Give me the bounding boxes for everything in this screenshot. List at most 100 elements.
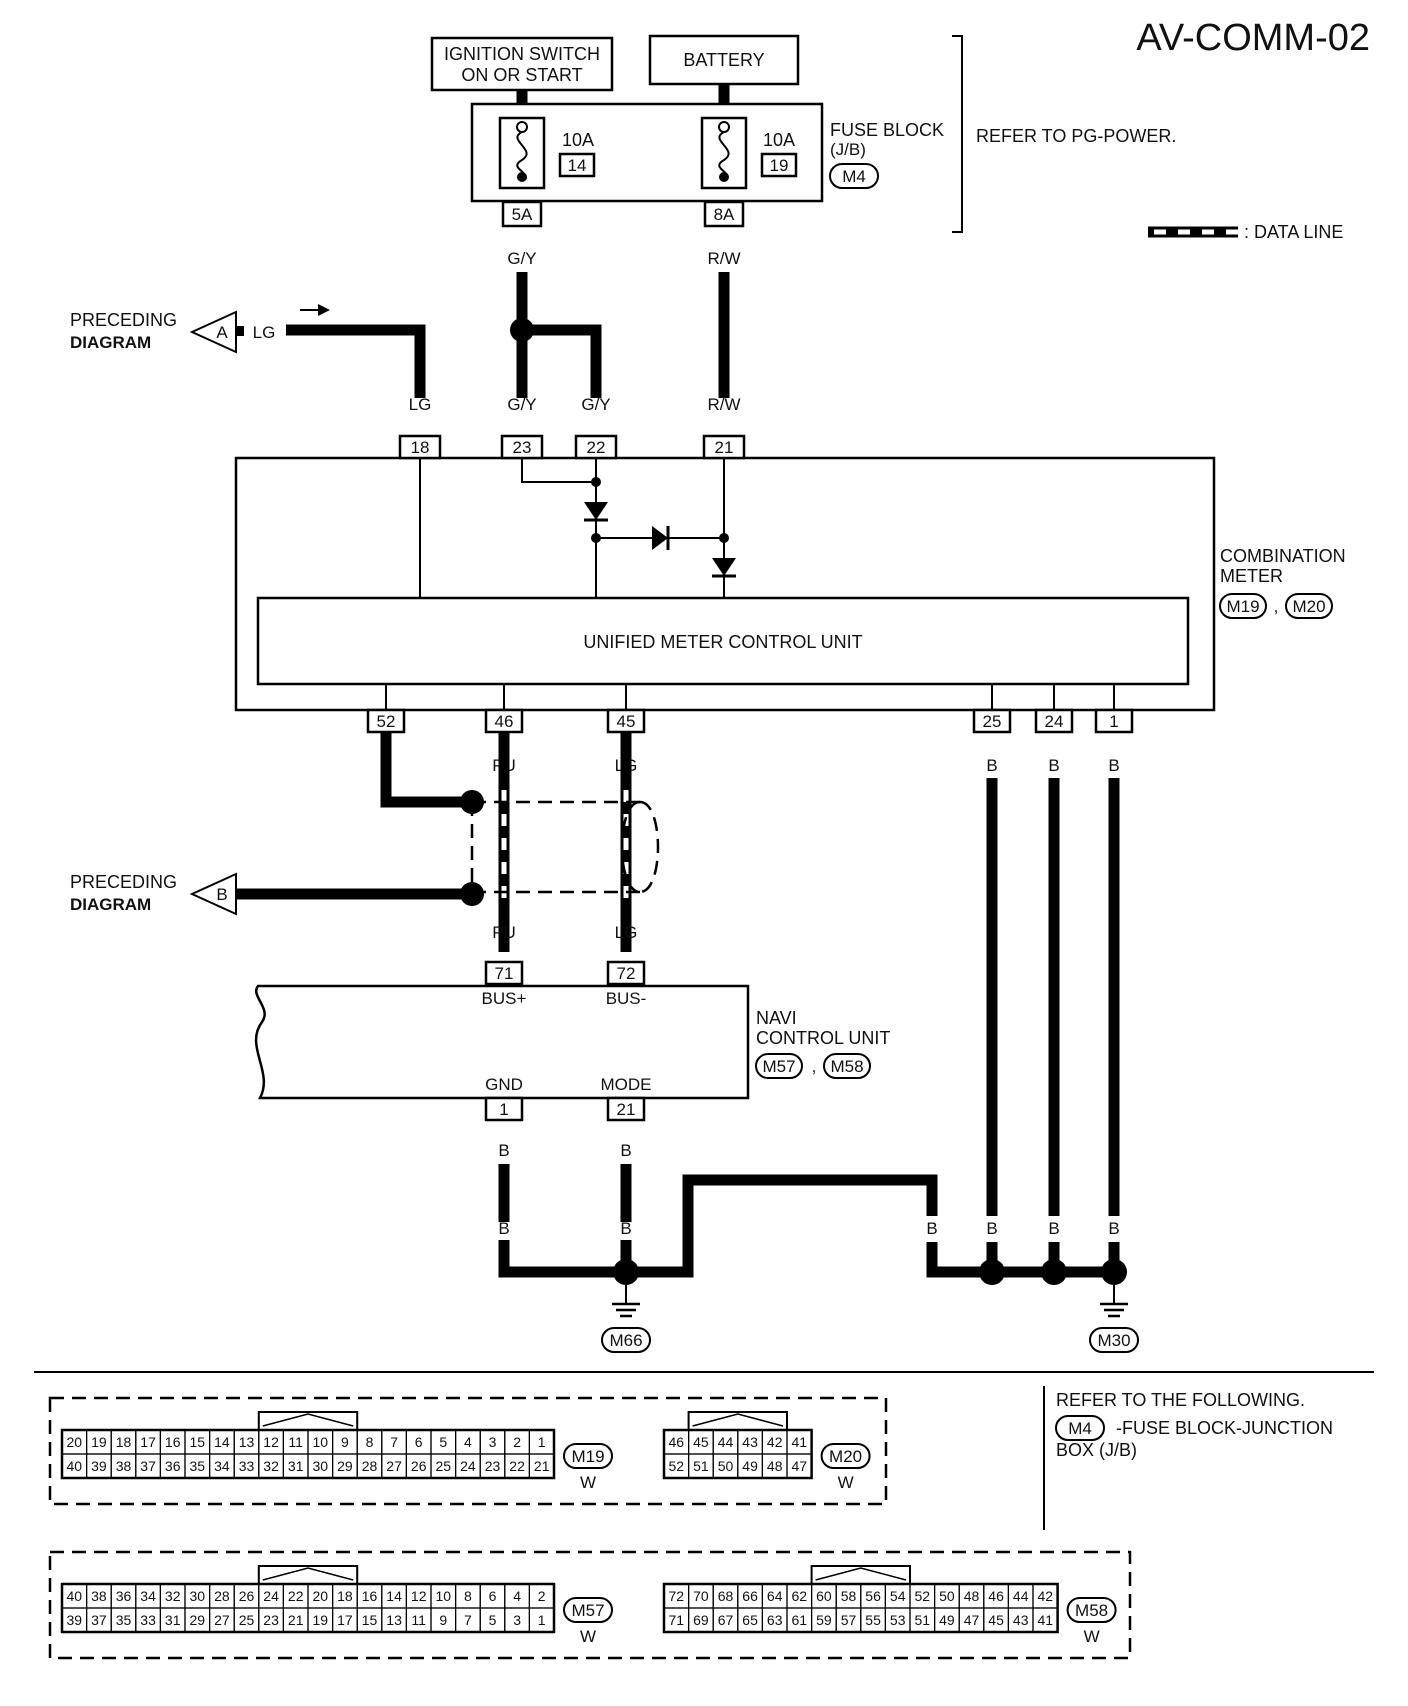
connector-pin-number: 20 bbox=[313, 1588, 329, 1604]
combination-meter: 18 23 22 21 UNIFIED METER CONTROL UNI bbox=[234, 434, 1346, 712]
meter-pin-25: 25 bbox=[972, 708, 1012, 734]
pin-number: 45 bbox=[617, 712, 636, 731]
connector-pin-number: 71 bbox=[669, 1612, 685, 1628]
pin-label-gnd: GND bbox=[485, 1075, 523, 1094]
connector-cavity bbox=[528, 1453, 555, 1479]
connector-pin-number: 34 bbox=[140, 1588, 156, 1604]
meter-pin-22: 22 bbox=[574, 434, 618, 460]
navi-label: NAVI bbox=[756, 1008, 797, 1028]
navi-connector-m57: M57 bbox=[762, 1057, 795, 1076]
refer-bracket bbox=[952, 35, 963, 233]
ground-m30: M30 bbox=[1089, 1285, 1139, 1353]
data-line-label: : DATA LINE bbox=[1244, 222, 1343, 242]
connector-color: W bbox=[580, 1473, 596, 1492]
ignition-switch-label: IGNITION SWITCH bbox=[444, 44, 600, 64]
navi-pin-71: 71 bbox=[484, 960, 524, 986]
ignition-switch-box: IGNITION SWITCH ON OR START bbox=[430, 36, 614, 92]
connector-pin-number: 9 bbox=[341, 1434, 349, 1450]
connector-pin-number: 38 bbox=[91, 1588, 107, 1604]
meter-pin-46: 46 bbox=[484, 708, 524, 734]
connector-cavity bbox=[1032, 1607, 1059, 1633]
connector-pin-number: 53 bbox=[890, 1612, 906, 1628]
connector-pin-number: 48 bbox=[964, 1588, 980, 1604]
diode bbox=[652, 526, 668, 550]
separator: , bbox=[812, 1057, 817, 1076]
wire-color-lg: LG bbox=[253, 323, 276, 342]
connector-pin-number: 5 bbox=[489, 1612, 497, 1628]
refer-following: REFER TO THE FOLLOWING. M4 -FUSE BLOCK-J… bbox=[1055, 1390, 1333, 1460]
terminal-label: 8A bbox=[714, 205, 735, 224]
connector-pin-number: 6 bbox=[415, 1434, 423, 1450]
connector-pin-number: 11 bbox=[288, 1434, 303, 1450]
connector-pin-number: 26 bbox=[239, 1588, 255, 1604]
pin-label-bus-minus: BUS- bbox=[606, 989, 647, 1008]
connector-pin-number: 7 bbox=[390, 1434, 398, 1450]
connector-pin-number: 3 bbox=[489, 1434, 497, 1450]
wire-color-b: B bbox=[986, 1219, 997, 1238]
meter-pin-52: 52 bbox=[366, 708, 406, 734]
pin-number: 52 bbox=[377, 712, 396, 731]
preceding-label-2: DIAGRAM bbox=[70, 895, 151, 914]
connector-panel-top bbox=[48, 1396, 888, 1506]
connector-color: W bbox=[838, 1473, 854, 1492]
connector-pin-number: 28 bbox=[214, 1588, 230, 1604]
connector-id: M19 bbox=[571, 1447, 604, 1466]
connector-pin-number: 43 bbox=[1013, 1612, 1029, 1628]
meter-pin-24: 24 bbox=[1034, 708, 1074, 734]
connector-pin-number: 10 bbox=[436, 1588, 452, 1604]
connector-id: M57 bbox=[571, 1601, 604, 1620]
meter-pin-21: 21 bbox=[702, 434, 746, 460]
wire-color-b: B bbox=[1048, 1219, 1059, 1238]
connector-pin-number: 70 bbox=[693, 1588, 709, 1604]
connector-pin-number: 41 bbox=[1038, 1612, 1054, 1628]
twisted-pair-shield bbox=[470, 800, 660, 894]
connector-pin-number: 32 bbox=[165, 1588, 181, 1604]
connector-pin-number: 29 bbox=[190, 1612, 206, 1628]
connector-pin-number: 9 bbox=[439, 1612, 447, 1628]
connector-pin-number: 52 bbox=[915, 1588, 931, 1604]
connector-pin-number: 13 bbox=[239, 1434, 255, 1450]
connector-pin-number: 12 bbox=[263, 1434, 279, 1450]
wire-color-b: B bbox=[498, 1141, 509, 1160]
pin-number: 23 bbox=[513, 438, 532, 457]
connector-pin-number: 40 bbox=[67, 1588, 83, 1604]
connector-pin-number: 39 bbox=[91, 1458, 107, 1474]
connector-pin-number: 55 bbox=[865, 1612, 881, 1628]
wire-color-b: B bbox=[1108, 756, 1119, 775]
pin-label-bus-plus: BUS+ bbox=[482, 989, 527, 1008]
fuse-block-connector: M4 bbox=[842, 167, 866, 186]
ground-connector-m30: M30 bbox=[1097, 1331, 1130, 1350]
pin-number: 1 bbox=[1109, 712, 1118, 731]
connector-pin-number: 25 bbox=[239, 1612, 255, 1628]
connector-pin-number: 46 bbox=[669, 1434, 685, 1450]
connector-pin-number: 56 bbox=[865, 1588, 881, 1604]
connector-pin-number: 4 bbox=[513, 1588, 521, 1604]
battery-label: BATTERY bbox=[683, 50, 764, 70]
connector-pin-number: 41 bbox=[792, 1434, 808, 1450]
wire-color-b: B bbox=[498, 1219, 509, 1238]
terminal-8a: 8A bbox=[703, 200, 745, 228]
preceding-diagram-b: PRECEDING DIAGRAM B bbox=[70, 872, 484, 916]
meter-pin-45: 45 bbox=[606, 708, 646, 734]
pin-number: 21 bbox=[617, 1100, 636, 1119]
terminal-label: 5A bbox=[512, 205, 533, 224]
navi-control-unit: 71 72 BUS+ BUS- GND MODE 1 21 NAVI CONTR… bbox=[254, 960, 890, 1122]
splice-point bbox=[510, 318, 534, 342]
connector-pin-number: 50 bbox=[718, 1458, 734, 1474]
connector-pin-number: 18 bbox=[116, 1434, 132, 1450]
fuse-number: 14 bbox=[568, 156, 587, 175]
connector-pin-number: 27 bbox=[214, 1612, 230, 1628]
connector-pin-number: 27 bbox=[386, 1458, 402, 1474]
meter-connector-m20: M20 bbox=[1292, 597, 1325, 616]
connector-pin-number: 23 bbox=[263, 1612, 279, 1628]
connector-pin-number: 36 bbox=[116, 1588, 132, 1604]
combination-meter-label: COMBINATION bbox=[1220, 546, 1346, 566]
connector-pin-number: 44 bbox=[1013, 1588, 1029, 1604]
fuse-19: 10A 19 bbox=[700, 116, 798, 190]
wire-color-b: B bbox=[986, 756, 997, 775]
connector-pin-number: 58 bbox=[841, 1588, 857, 1604]
connector-cavity bbox=[786, 1453, 813, 1479]
connector-id: M20 bbox=[829, 1447, 862, 1466]
